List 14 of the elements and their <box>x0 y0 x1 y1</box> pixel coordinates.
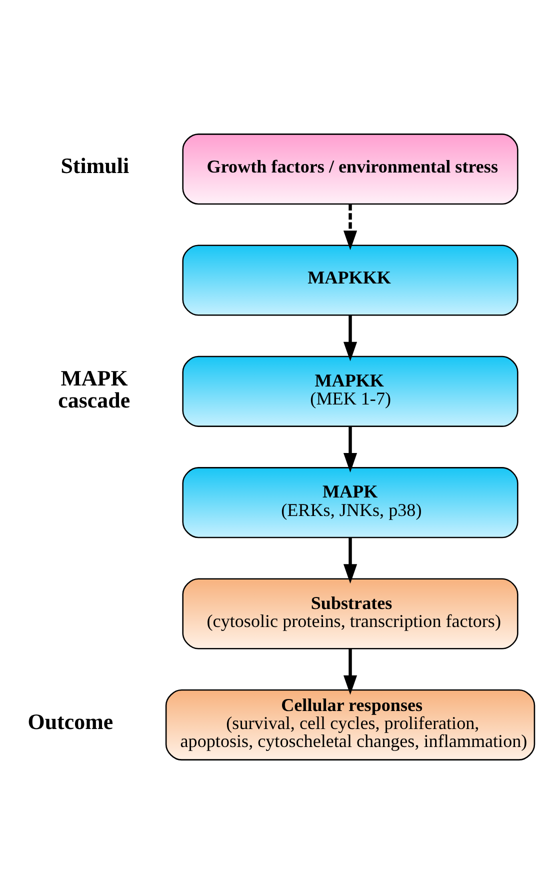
node-box: Cellular responses (survival, cell cycles, proliferation, apoptosis, cytoscheletal changes, inflammation) <box>165 689 536 760</box>
arrow <box>343 315 358 362</box>
node-box: MAPKKK <box>182 244 518 316</box>
node-box: Substrates (cytosolic proteins, transcription factors) <box>182 578 518 650</box>
node-box: MAPK (ERKs, JNKs, p38) <box>182 467 518 538</box>
arrow <box>343 204 358 250</box>
label: Outcome <box>28 708 114 734</box>
arrow <box>343 426 358 472</box>
arrow <box>343 648 358 695</box>
arrow <box>343 538 358 584</box>
label: Stimuli <box>60 153 130 178</box>
node-box: Growth factors / environmental stress <box>182 134 518 205</box>
label: MAPK cascade <box>58 366 130 413</box>
node-box: MAPKK (MEK 1-7) <box>182 356 518 427</box>
